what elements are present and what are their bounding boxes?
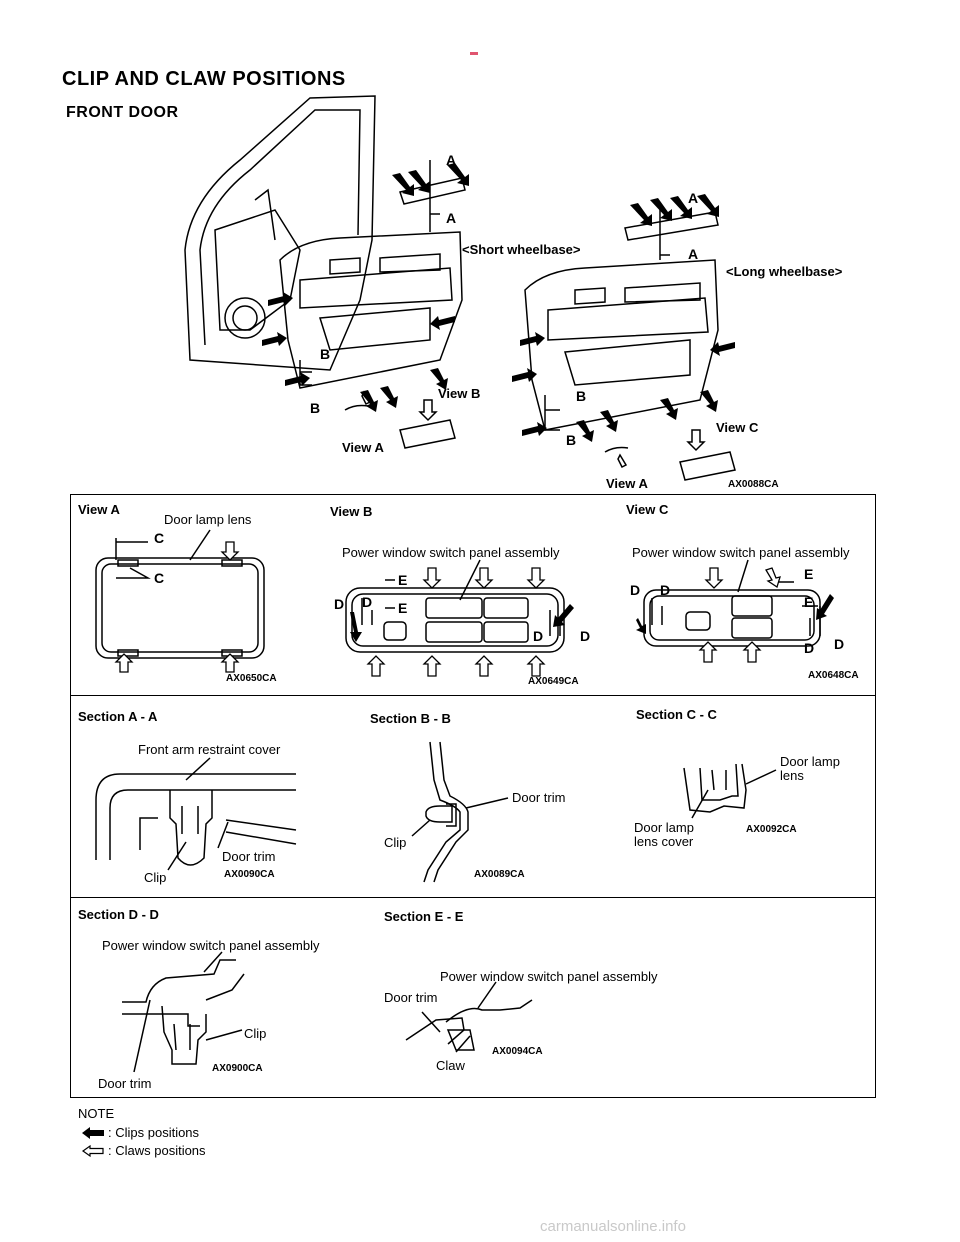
section-ee-claw-label: Claw — [436, 1058, 465, 1073]
view-b-callout: View B — [438, 386, 481, 401]
view-a-letter-c-2: C — [154, 570, 165, 586]
section-aa-clip-label: Clip — [144, 870, 167, 885]
view-b-assembly-label: Power window switch panel assembly — [342, 545, 560, 560]
section-dd-code: AX0900CA — [212, 1063, 263, 1074]
page-title: CLIP AND CLAW POSITIONS — [62, 68, 346, 90]
view-c-assembly-label: Power window switch panel assembly — [632, 545, 850, 560]
section-bb-title: Section B - B — [370, 711, 451, 726]
view-b-letter-d-3: D — [533, 628, 544, 644]
section-cc-lens-label-1: Door lamp — [780, 754, 840, 769]
section-aa-code: AX0090CA — [224, 869, 275, 880]
view-c-letter-e-1: E — [804, 566, 814, 582]
section-bb-door-trim-label: Door trim — [512, 790, 566, 805]
letter-b-4: B — [566, 432, 577, 448]
section-aa-cover-label: Front arm restraint cover — [138, 742, 281, 757]
long-wheelbase-label: <Long wheelbase> — [726, 264, 843, 279]
watermark: carmanualsonline.info — [540, 1218, 686, 1235]
section-ee-code: AX0094CA — [492, 1046, 543, 1057]
section-cc-lens-label-2: lens — [780, 768, 804, 783]
note-title: NOTE — [78, 1106, 115, 1121]
view-b-letter-d-4: D — [580, 628, 591, 644]
section-dd-clip-label: Clip — [244, 1026, 267, 1041]
section-dd-assembly-label: Power window switch panel assembly — [102, 938, 320, 953]
note-claws-label: : Claws positions — [108, 1143, 206, 1158]
view-a-title: View A — [78, 502, 120, 517]
letter-b-1: B — [320, 346, 331, 362]
section-aa-title: Section A - A — [78, 709, 158, 724]
note-clips-label: : Clips positions — [108, 1125, 200, 1140]
letter-b-3: B — [576, 388, 587, 404]
view-b-letter-e-1: E — [398, 572, 408, 588]
letter-a-4: A — [688, 246, 699, 262]
view-b-title: View B — [330, 504, 373, 519]
view-a-code: AX0650CA — [226, 673, 277, 684]
view-b-letter-e-2: E — [398, 600, 408, 616]
view-c-letter-d-3: D — [804, 640, 815, 656]
section-dd-door-trim-label: Door trim — [98, 1076, 152, 1091]
view-c-callout: View C — [716, 420, 759, 435]
section-bb-code: AX0089CA — [474, 869, 525, 880]
view-b-letter-d-1: D — [334, 596, 345, 612]
top-accent-mark — [470, 52, 478, 55]
claw-arrow-icon — [81, 1144, 104, 1158]
section-cc-cover-label-2: lens cover — [634, 834, 694, 849]
section-bb-clip-label: Clip — [384, 835, 407, 850]
short-wheelbase-label: <Short wheelbase> — [462, 242, 581, 257]
view-a-lamp-lens-label: Door lamp lens — [164, 512, 252, 527]
clip-arrow-icon — [82, 1127, 104, 1139]
section-cc-cover-label-1: Door lamp — [634, 820, 694, 835]
letter-a-1: A — [446, 152, 457, 168]
view-c-code: AX0648CA — [808, 670, 859, 681]
view-c-title: View C — [626, 502, 669, 517]
section-ee-assembly-label: Power window switch panel assembly — [440, 969, 658, 984]
view-a-letter-c-1: C — [154, 530, 165, 546]
view-c-letter-d-4: D — [834, 636, 845, 652]
section-aa-door-trim-label: Door trim — [222, 849, 276, 864]
section-ee-door-trim-label: Door trim — [384, 990, 438, 1005]
letter-b-2: B — [310, 400, 321, 416]
view-a-callout-right: View A — [606, 476, 648, 491]
section-ee-title: Section E - E — [384, 909, 464, 924]
detail-panel — [70, 494, 876, 1098]
view-c-letter-d-1: D — [630, 582, 641, 598]
view-a-callout-left: View A — [342, 440, 384, 455]
section-cc-title: Section C - C — [636, 707, 717, 722]
view-b-letter-d-2: D — [362, 594, 373, 610]
panel-divider-2 — [71, 897, 875, 898]
letter-a-3: A — [688, 190, 699, 206]
figure-code-top: AX0088CA — [728, 479, 779, 490]
section-cc-code: AX0092CA — [746, 824, 797, 835]
view-b-code: AX0649CA — [528, 676, 579, 687]
page-subtitle: FRONT DOOR — [66, 104, 179, 121]
section-dd-title: Section D - D — [78, 907, 159, 922]
letter-a-2: A — [446, 210, 457, 226]
view-c-letter-e-2: E — [804, 594, 814, 610]
panel-divider-1 — [71, 695, 875, 696]
view-c-letter-d-2: D — [660, 582, 671, 598]
